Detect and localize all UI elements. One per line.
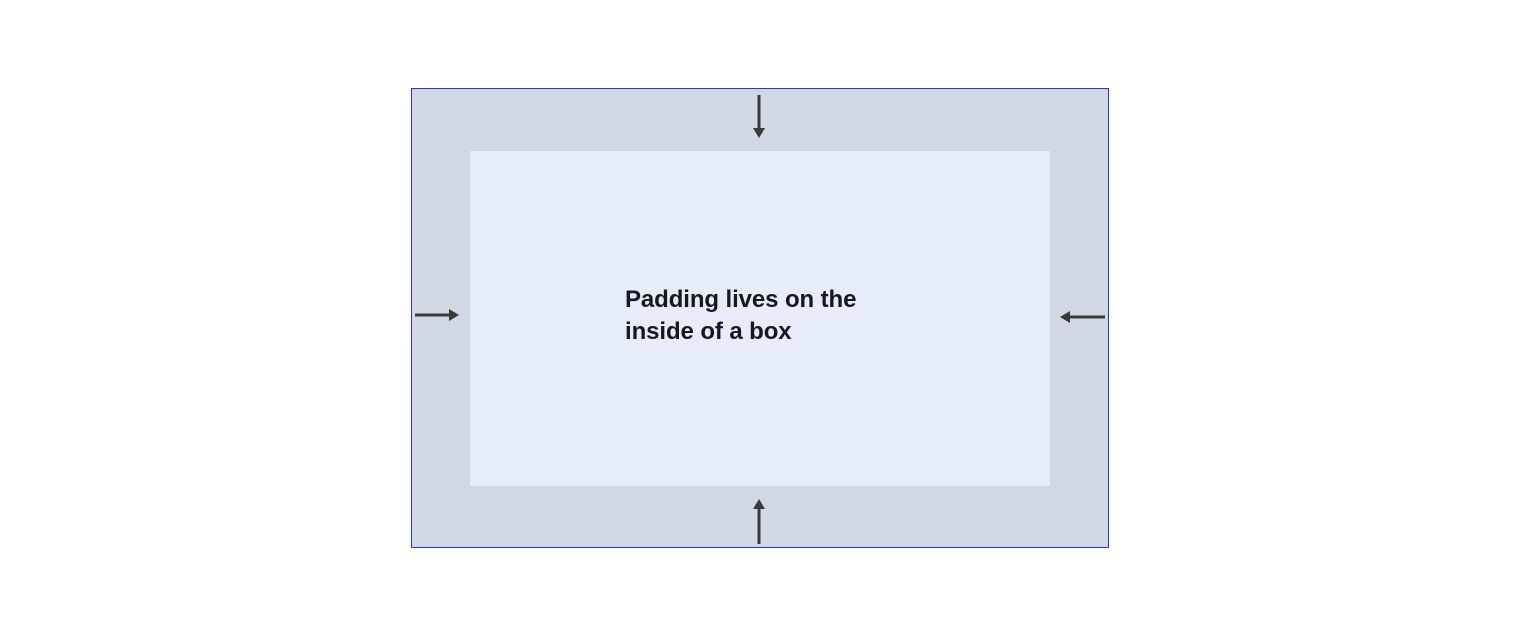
content-box [470,151,1050,486]
caption-text: Padding lives on the inside of a box [625,286,857,345]
